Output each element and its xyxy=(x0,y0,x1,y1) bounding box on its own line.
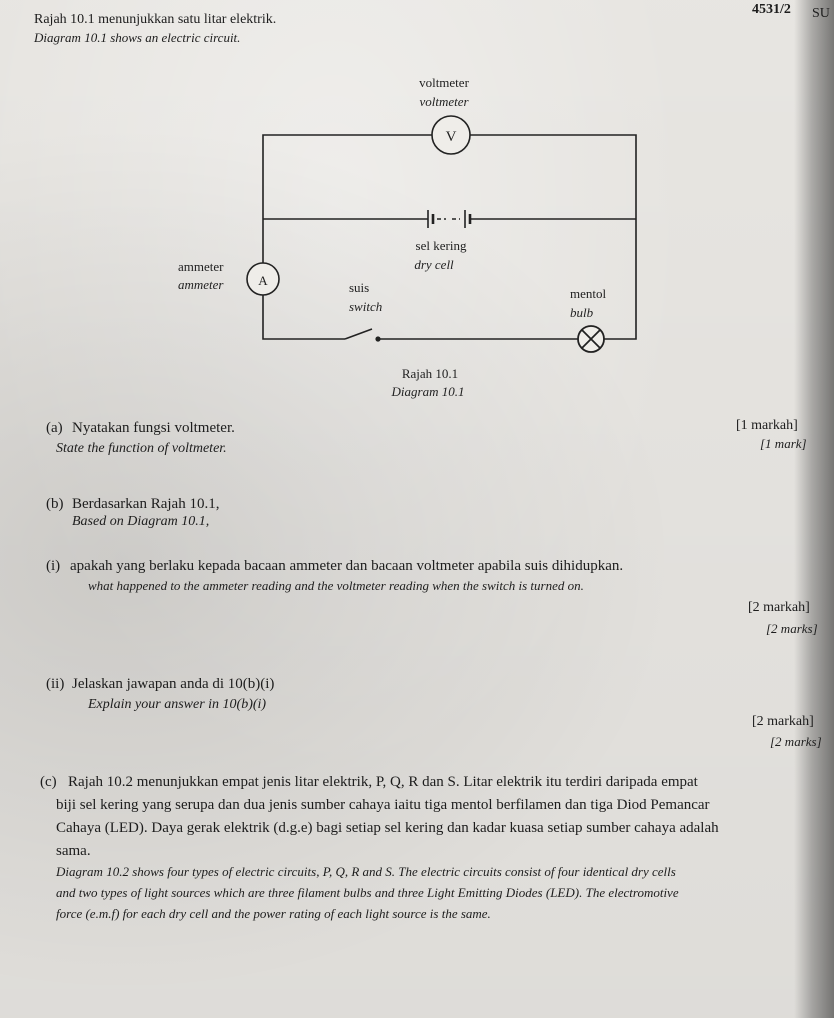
voltmeter-circle xyxy=(431,115,471,155)
switch-label-en: switch xyxy=(349,299,382,314)
question-b-ii-mark-en: [2 marks] xyxy=(770,734,822,749)
question-c-english-1: Diagram 10.2 shows four types of electri… xyxy=(56,864,676,879)
bulb-label-en: bulb xyxy=(570,305,594,320)
wire-left-lower xyxy=(262,293,345,340)
switch-label-ms: suis xyxy=(349,280,369,295)
dry-cell-symbol xyxy=(427,210,472,228)
paper-code: 4531/2 xyxy=(752,2,791,17)
wire-bottom-right xyxy=(604,219,637,340)
question-c-label: (c) xyxy=(40,774,57,790)
question-a-mark-ms: [1 markah] xyxy=(736,418,798,433)
question-c-malay-1: Rajah 10.2 menunjukkan empat jenis litar… xyxy=(68,774,698,790)
question-b-english: Based on Diagram 10.1, xyxy=(72,514,210,529)
question-c-malay-2: biji sel kering yang serupa dan dua jeni… xyxy=(56,797,710,813)
voltmeter-label-en: voltmeter xyxy=(419,94,469,109)
diagram-caption-en: Diagram 10.1 xyxy=(391,384,465,399)
question-b-label: (b) xyxy=(46,496,64,512)
question-a-label: (a) xyxy=(46,420,63,436)
question-c-english-2: and two types of light sources which are… xyxy=(56,885,679,900)
question-c-malay-4: sama. xyxy=(56,843,91,859)
question-c-malay-3: Cahaya (LED). Daya gerak elektrik (d.g.e… xyxy=(56,820,719,836)
bulb-label-ms: mentol xyxy=(570,286,606,301)
ammeter-symbol: A xyxy=(258,273,268,288)
ammeter-circle xyxy=(246,262,280,296)
intro-english: Diagram 10.1 shows an electric circuit. xyxy=(34,30,241,45)
cell-label-en: dry cell xyxy=(414,257,454,272)
question-b-ii-english: Explain your answer in 10(b)(i) xyxy=(88,697,267,712)
question-a-english: State the function of voltmeter. xyxy=(56,441,227,456)
question-a-mark-en: [1 mark] xyxy=(760,436,807,451)
question-b-malay: Berdasarkan Rajah 10.1, xyxy=(72,496,220,512)
diagram-caption-ms: Rajah 10.1 xyxy=(402,366,458,381)
voltmeter-symbol: V xyxy=(446,129,457,145)
question-b-ii-malay: Jelaskan jawapan anda di 10(b)(i) xyxy=(72,676,275,692)
question-c-english-3: force (e.m.f) for each dry cell and the … xyxy=(56,906,491,921)
page-edge-shadow xyxy=(794,0,834,1018)
question-b-i-malay: apakah yang berlaku kepada bacaan ammete… xyxy=(70,558,624,574)
question-b-ii-label: (ii) xyxy=(46,676,65,692)
circuit-diagram: V A voltmeter voltmeter sel kering dry c… xyxy=(178,75,637,399)
question-b-i-mark-en: [2 marks] xyxy=(766,621,818,636)
header-corner-text: SU xyxy=(812,6,830,21)
switch-contact xyxy=(375,336,381,342)
voltmeter-label-ms: voltmeter xyxy=(419,75,469,90)
ammeter-label-en: ammeter xyxy=(178,277,224,292)
question-a-malay: Nyatakan fungsi voltmeter. xyxy=(72,420,235,436)
question-b-i-mark-ms: [2 markah] xyxy=(748,600,810,615)
wire-top-left xyxy=(262,134,432,219)
question-b-i-label: (i) xyxy=(46,558,61,574)
question-b-i-english: what happened to the ammeter reading and… xyxy=(88,578,584,593)
wire-top-right xyxy=(470,134,637,219)
intro-malay: Rajah 10.1 menunjukkan satu litar elektr… xyxy=(34,12,277,27)
ammeter-label-ms: ammeter xyxy=(178,259,224,274)
switch-arm xyxy=(344,328,373,340)
bulb-cross xyxy=(581,329,601,349)
cell-label-ms: sel kering xyxy=(416,238,467,253)
question-b-ii-mark-ms: [2 markah] xyxy=(752,714,814,729)
